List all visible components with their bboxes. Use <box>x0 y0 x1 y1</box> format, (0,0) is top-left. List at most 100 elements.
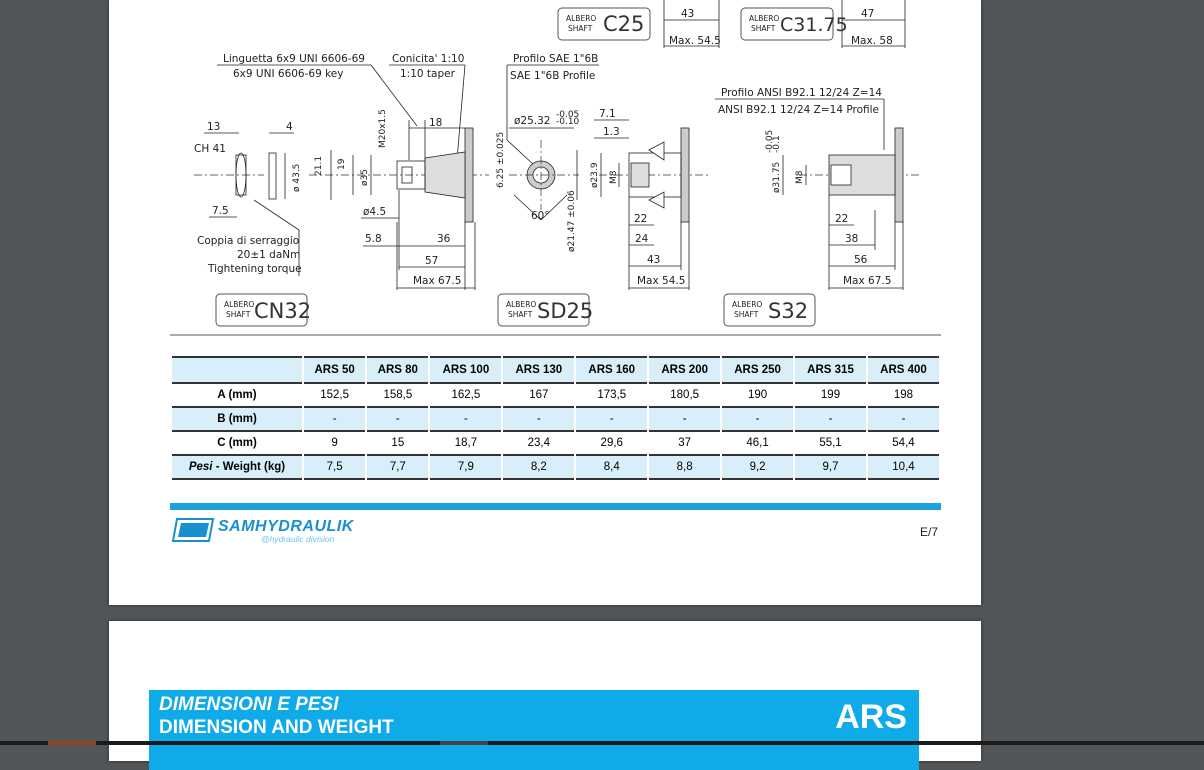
table-cell: - <box>649 408 721 432</box>
table-row: C (mm) 9 15 18,7 23,4 29,6 37 46,1 55,1 … <box>172 432 939 456</box>
svg-text:Max 67.5: Max 67.5 <box>843 275 891 287</box>
svg-text:M8: M8 <box>609 170 619 184</box>
row-label-c: C (mm) <box>172 432 302 456</box>
weight-label-it: Pesi <box>188 461 213 473</box>
table-cell: 54,4 <box>867 432 939 456</box>
svg-text:4: 4 <box>286 121 293 133</box>
table-cell: - <box>503 408 575 432</box>
strip-segment <box>440 741 488 745</box>
svg-text:SHAFT: SHAFT <box>568 24 593 33</box>
header-ars-400: ARS 400 <box>867 356 939 384</box>
table-cell: 9 <box>304 432 366 456</box>
table-cell: 158,5 <box>367 384 429 408</box>
svg-text:ALBERO: ALBERO <box>224 300 254 309</box>
svg-text:SHAFT: SHAFT <box>734 310 759 319</box>
table-cell: - <box>367 408 429 432</box>
header-ars-100: ARS 100 <box>430 356 502 384</box>
header-ars-80: ARS 80 <box>367 356 429 384</box>
table-cell: - <box>795 408 866 432</box>
svg-text:38: 38 <box>845 233 858 245</box>
svg-text:SHAFT: SHAFT <box>226 310 251 319</box>
header-ars-50: ARS 50 <box>304 356 366 384</box>
svg-text:-0.05: -0.05 <box>765 130 775 153</box>
logo-subtitle: @hydraulic division <box>261 534 335 544</box>
footer-accent-bar <box>170 503 941 510</box>
svg-text:56: 56 <box>854 254 868 266</box>
table-cell: - <box>430 408 502 432</box>
svg-text:6x9 UNI 6606-69 key: 6x9 UNI 6606-69 key <box>233 68 343 80</box>
table-cell: 9,7 <box>795 456 866 480</box>
row-label-a: A (mm) <box>172 384 302 408</box>
table-cell: 15 <box>367 432 429 456</box>
shaft-sd25-drawing: Profilo SAE 1"6B SAE 1"6B Profile ø25.32… <box>496 53 709 327</box>
logo-mark-icon <box>171 518 215 542</box>
table-cell: - <box>576 408 648 432</box>
table-cell: - <box>722 408 794 432</box>
table-cell: 8,4 <box>576 456 648 480</box>
technical-drawing: ALBERO SHAFT C25 ALBERO SHAFT C31.75 43 … <box>170 0 941 336</box>
pdf-page-1: ALBERO SHAFT C25 ALBERO SHAFT C31.75 43 … <box>109 0 981 605</box>
svg-text:ø25.32: ø25.32 <box>514 115 550 127</box>
svg-text:SHAFT: SHAFT <box>751 24 776 33</box>
table-cell: 167 <box>503 384 575 408</box>
banner-title-en: DIMENSION AND WEIGHT <box>159 717 394 738</box>
svg-text:ALBERO: ALBERO <box>506 300 536 309</box>
svg-text:SAE 1"6B Profile: SAE 1"6B Profile <box>510 70 595 82</box>
table-cell: 9,2 <box>722 456 794 480</box>
svg-text:C25: C25 <box>603 12 644 36</box>
svg-text:Max. 58: Max. 58 <box>851 35 893 47</box>
svg-text:18: 18 <box>429 117 442 129</box>
table-cell: 7,9 <box>430 456 502 480</box>
svg-text:57: 57 <box>425 255 438 267</box>
table-cell: 10,4 <box>867 456 939 480</box>
shaft-s32-drawing: Profilo ANSI B92.1 12/24 Z=14 ANSI B92.1… <box>715 87 919 327</box>
svg-text:Linguetta 6x9 UNI 6606-69: Linguetta 6x9 UNI 6606-69 <box>223 53 365 65</box>
table-cell: 23,4 <box>503 432 575 456</box>
header-ars-130: ARS 130 <box>503 356 575 384</box>
table-cell: 37 <box>649 432 721 456</box>
svg-text:ø31.75: ø31.75 <box>772 162 782 193</box>
svg-text:1:10 taper: 1:10 taper <box>400 68 456 80</box>
svg-text:Max. 54.5: Max. 54.5 <box>669 35 721 47</box>
table-cell: 18,7 <box>430 432 502 456</box>
header-ars-160: ARS 160 <box>576 356 648 384</box>
svg-text:SD25: SD25 <box>537 299 593 323</box>
table-cell: 190 <box>722 384 794 408</box>
svg-text:Coppia di serraggio: Coppia di serraggio <box>197 235 299 247</box>
banner-title-it: DIMENSIONI E PESI <box>159 694 339 715</box>
shaft-label-c25: ALBERO SHAFT C25 <box>557 7 651 41</box>
shaft-cn32-drawing: Linguetta 6x9 UNI 6606-69 6x9 UNI 6606-6… <box>194 53 489 327</box>
pdf-page-2: DIMENSIONI E PESI DIMENSION AND WEIGHT A… <box>109 621 981 770</box>
svg-text:36: 36 <box>437 233 451 245</box>
header-ars-315: ARS 315 <box>795 356 866 384</box>
svg-text:47: 47 <box>861 8 874 20</box>
svg-text:22: 22 <box>835 213 848 225</box>
svg-text:6.25 ±0.025: 6.25 ±0.025 <box>496 132 506 188</box>
table-cell: 29,6 <box>576 432 648 456</box>
svg-text:M20x1.5: M20x1.5 <box>378 109 388 148</box>
svg-text:ALBERO: ALBERO <box>566 14 596 23</box>
table-cell: 46,1 <box>722 432 794 456</box>
samhydraulik-logo: SAMHYDRAULIK @hydraulic division <box>171 514 353 548</box>
strip-segment <box>48 741 96 745</box>
svg-text:Tightening torque: Tightening torque <box>207 263 302 275</box>
svg-text:ALBERO: ALBERO <box>732 300 762 309</box>
shaft-label-c3175: ALBERO SHAFT C31.75 <box>740 7 848 41</box>
row-label-b: B (mm) <box>172 408 302 432</box>
svg-text:-0.1: -0.1 <box>772 135 782 153</box>
banner-product-code: ARS <box>835 698 907 736</box>
table-cell: 55,1 <box>795 432 866 456</box>
table-row: A (mm) 152,5 158,5 162,5 167 173,5 180,5… <box>172 384 939 408</box>
table-cell: 152,5 <box>304 384 366 408</box>
table-cell: 8,2 <box>503 456 575 480</box>
svg-text:7.1: 7.1 <box>599 108 616 120</box>
svg-text:Conicita' 1:10: Conicita' 1:10 <box>392 53 464 65</box>
svg-text:-0.10: -0.10 <box>556 117 580 127</box>
svg-text:Max 54.5: Max 54.5 <box>637 275 685 287</box>
svg-text:43: 43 <box>681 8 694 20</box>
header-ars-250: ARS 250 <box>722 356 794 384</box>
table-cell: 180,5 <box>649 384 721 408</box>
bottom-strip <box>0 741 1204 745</box>
table-cell: 7,5 <box>304 456 366 480</box>
svg-text:20±1 daNm: 20±1 daNm <box>237 249 300 261</box>
